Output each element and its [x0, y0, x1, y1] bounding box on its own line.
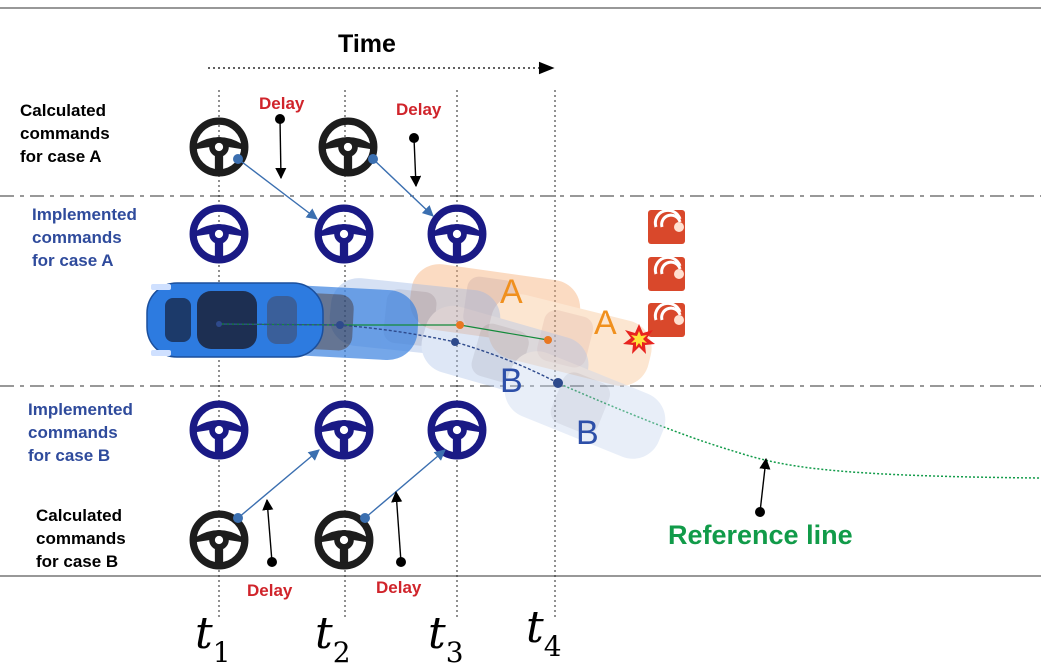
- car-icon: [146, 282, 324, 358]
- row-label-line: commands: [36, 529, 126, 548]
- time-mark-symbol: t: [526, 602, 544, 653]
- case-a-label: A: [500, 273, 523, 311]
- traffic-cone-icon: [648, 301, 685, 337]
- time-mark-index: 3: [445, 636, 464, 669]
- time-mark-t4: t4: [526, 602, 562, 663]
- case-b-label: B: [576, 414, 599, 452]
- time-title: Time: [338, 30, 396, 58]
- time-mark-t2: t2: [315, 608, 351, 669]
- time-mark-index: 1: [212, 636, 231, 669]
- time-mark-t3: t3: [428, 608, 464, 669]
- time-mark-index: 2: [332, 636, 351, 669]
- traffic-cone-icon: [648, 255, 685, 291]
- row-label-line: commands: [32, 228, 122, 247]
- delay-label: Delay: [376, 578, 422, 597]
- trajectory-b: [216, 321, 563, 388]
- calculated-wheels-a: [193, 121, 374, 173]
- row-label-line: Implemented: [32, 205, 137, 224]
- row-label-line: Calculated: [36, 506, 122, 525]
- row-label-line: for case A: [20, 147, 102, 166]
- case-a-label: A: [594, 304, 617, 342]
- reference-line-label: Reference line: [668, 520, 853, 550]
- delay-label: Delay: [259, 94, 305, 113]
- row-label-line: Implemented: [28, 400, 133, 419]
- reference-line: [559, 383, 1041, 479]
- row-label-line: Calculated: [20, 101, 106, 120]
- traffic-cone-icon: [648, 208, 685, 244]
- row-label-calculated-a: Calculated commands for case A: [20, 99, 110, 168]
- row-label-calculated-b: Calculated commands for case B: [36, 504, 126, 573]
- time-mark-symbol: t: [315, 608, 333, 659]
- row-label-line: for case B: [36, 552, 119, 571]
- implemented-wheels-b: [193, 404, 483, 456]
- time-mark-t1: t1: [195, 608, 231, 669]
- collision-icon: [623, 324, 655, 354]
- time-mark-index: 4: [543, 630, 562, 663]
- steering-wheel-icon: [318, 208, 370, 260]
- case-b-label: B: [500, 362, 523, 400]
- delay-label: Delay: [396, 100, 442, 119]
- calculated-wheels-b: [193, 514, 370, 566]
- implemented-wheels-a: [193, 208, 483, 260]
- row-label-line: commands: [28, 423, 118, 442]
- steering-wheel-icon: [318, 404, 370, 456]
- steering-wheel-icon: [193, 121, 245, 173]
- command-arrows: [237, 158, 446, 519]
- row-label-line: for case B: [28, 446, 111, 465]
- time-mark-symbol: t: [428, 608, 446, 659]
- delay-label: Delay: [247, 581, 293, 600]
- road-lines: [0, 7, 1041, 577]
- delay-arrows: [262, 118, 771, 563]
- row-label-implemented-b: Implemented commands for case B: [28, 398, 133, 467]
- row-label-line: commands: [20, 124, 110, 143]
- steering-wheel-icon: [322, 121, 374, 173]
- row-label-implemented-a: Implemented commands for case A: [32, 203, 137, 272]
- row-label-line: for case A: [32, 251, 114, 270]
- time-mark-symbol: t: [195, 608, 213, 659]
